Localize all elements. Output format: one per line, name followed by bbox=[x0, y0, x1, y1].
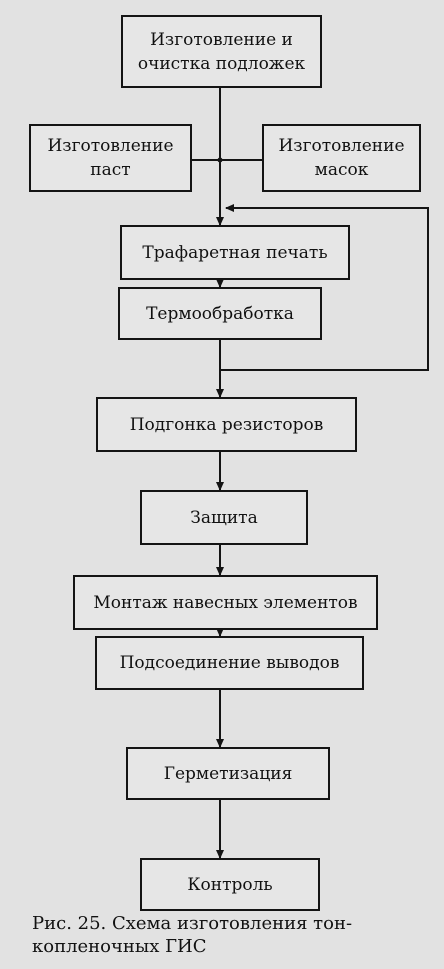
box-resistor-trimming-label: Подгонка резисторов bbox=[129, 414, 324, 435]
box-substrate-prep-label: Изготовление и очистка подложек bbox=[137, 29, 306, 74]
box-resistor-trimming: Подгонка резисторов bbox=[96, 397, 357, 452]
box-component-mounting-label: Монтаж навесных элементов bbox=[93, 592, 358, 613]
box-heat-treatment: Термообработка bbox=[118, 287, 322, 340]
box-heat-treatment-label: Термообработка bbox=[146, 303, 294, 324]
box-sealing-label: Герметизация bbox=[163, 763, 293, 784]
junction-dot bbox=[217, 157, 223, 163]
box-mask-prep-label: Изготовление масок bbox=[278, 136, 405, 180]
figure-caption: Рис. 25. Схема изготовления тон- коплено… bbox=[32, 913, 353, 957]
box-screen-printing: Трафаретная печать bbox=[120, 225, 350, 280]
box-paste-prep-label: Изготовление паст bbox=[47, 136, 174, 180]
box-control-label: Контроль bbox=[187, 874, 273, 895]
box-mask-prep: Изготовление масок bbox=[262, 124, 421, 192]
box-lead-connection-label: Подсоединение выводов bbox=[119, 653, 340, 673]
box-screen-printing-label: Трафаретная печать bbox=[142, 242, 328, 263]
box-paste-prep: Изготовление паст bbox=[29, 124, 192, 192]
box-control: Контроль bbox=[140, 858, 320, 911]
box-protection-label: Защита bbox=[190, 507, 258, 528]
box-component-mounting: Монтаж навесных элементов bbox=[73, 575, 378, 630]
feedback-loop-arrow bbox=[220, 204, 429, 371]
box-protection: Защита bbox=[140, 490, 308, 545]
box-substrate-prep: Изготовление и очистка подложек bbox=[121, 15, 322, 88]
box-sealing: Герметизация bbox=[126, 747, 330, 800]
box-lead-connection: Подсоединение выводов bbox=[95, 636, 364, 690]
